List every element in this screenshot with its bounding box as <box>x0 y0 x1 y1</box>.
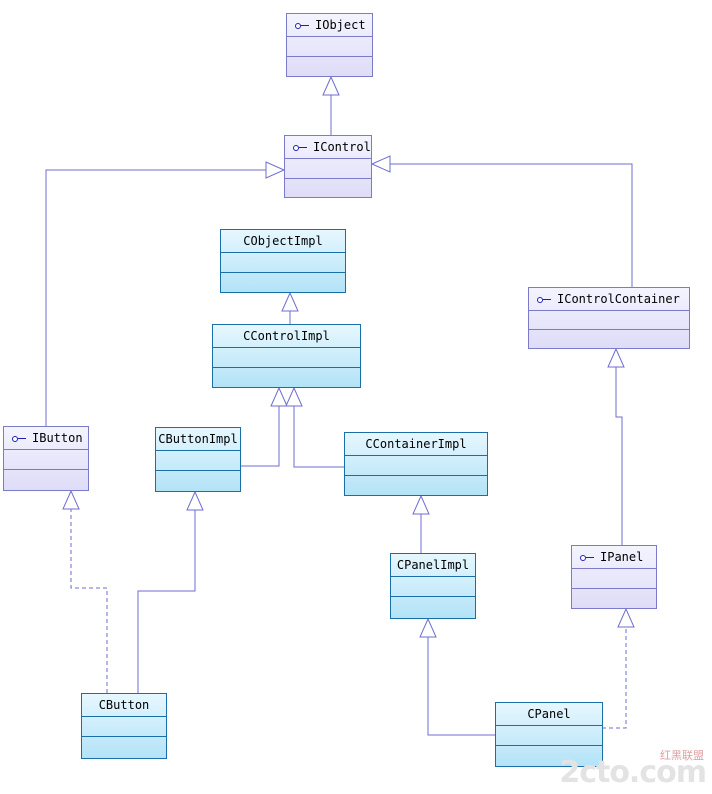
class-name: CPanelImpl <box>396 558 470 572</box>
attributes-compartment <box>496 725 602 745</box>
arrowhead-icontrolcontainer <box>607 347 625 368</box>
interface-icon <box>537 297 551 303</box>
arrowhead-cobjectimpl <box>281 291 299 312</box>
attributes-compartment <box>391 576 475 596</box>
arrowhead-iobject <box>322 75 340 96</box>
watermark-logo: 2cto.com <box>559 755 707 790</box>
operations-compartment <box>345 475 487 495</box>
interface-icon <box>295 23 309 29</box>
attributes-compartment <box>287 36 372 56</box>
arrowhead-cbuttonimpl <box>186 490 204 511</box>
operations-compartment <box>285 178 371 197</box>
class-name: IControlContainer <box>557 292 680 306</box>
class-name: IObject <box>315 18 366 32</box>
operations-compartment <box>82 736 166 758</box>
class-box-iobject[interactable]: IObject <box>286 13 373 77</box>
class-box-cpanel[interactable]: CPanel <box>495 702 603 767</box>
class-name: IControl <box>313 140 371 154</box>
operations-compartment <box>391 596 475 618</box>
attributes-compartment <box>345 455 487 475</box>
attributes-compartment <box>221 252 345 272</box>
interface-icon <box>12 436 26 442</box>
connector-icontrolcontainer-icontrol <box>390 163 633 287</box>
class-name: CButtonImpl <box>158 432 238 446</box>
attributes-compartment <box>285 158 371 178</box>
class-box-cbuttonimpl[interactable]: CButtonImpl <box>155 427 241 492</box>
class-box-icontrol[interactable]: IControl <box>284 135 372 198</box>
attributes-compartment <box>213 347 360 367</box>
operations-compartment <box>572 588 656 608</box>
interface-icon <box>580 555 594 561</box>
arrowhead-cpanelimpl <box>419 617 437 638</box>
connector-cpanel-ipanel <box>602 627 627 729</box>
class-box-ccontainerimpl[interactable]: CContainerImpl <box>344 432 488 496</box>
arrowhead-icontrol-left <box>265 161 286 179</box>
connector-cbutton-cbuttonimpl <box>137 510 196 693</box>
arrowhead-ccontainerimpl <box>412 494 430 515</box>
attributes-compartment <box>82 716 166 736</box>
interface-icon <box>293 145 307 151</box>
class-name: CPanel <box>527 707 571 721</box>
watermark-tagline: 红黑联盟 <box>660 749 704 762</box>
operations-compartment <box>4 469 88 490</box>
connector-ibutton-icontrol <box>45 169 266 426</box>
class-name: IButton <box>32 431 83 445</box>
class-name: CContainerImpl <box>365 437 467 451</box>
class-name: IPanel <box>600 550 644 564</box>
operations-compartment <box>221 272 345 292</box>
class-box-icontrolcontainer[interactable]: IControlContainer <box>528 287 690 349</box>
operations-compartment <box>496 745 602 766</box>
operations-compartment <box>156 470 240 491</box>
connector-cbuttonimpl-ccontrolimpl <box>241 406 280 467</box>
class-box-cpanelimpl[interactable]: CPanelImpl <box>390 553 476 619</box>
watermark: 红黑联盟 2cto.com <box>559 749 707 790</box>
class-box-cobjectimpl[interactable]: CObjectImpl <box>220 229 346 293</box>
class-box-cbutton[interactable]: CButton <box>81 693 167 759</box>
class-box-ccontrolimpl[interactable]: CControlImpl <box>212 324 361 388</box>
attributes-compartment <box>4 449 88 469</box>
connector-cpanel-cpanelimpl <box>427 637 495 736</box>
attributes-compartment <box>572 568 656 588</box>
class-box-ibutton[interactable]: IButton <box>3 426 89 491</box>
class-name: CButton <box>98 698 150 712</box>
attributes-compartment <box>529 310 689 329</box>
arrowhead-ccontrolimpl-a <box>270 386 288 407</box>
arrowhead-ibutton <box>62 489 80 510</box>
operations-compartment <box>213 367 360 387</box>
connector-ccontainerimpl-ccontrolimpl <box>293 406 344 468</box>
operations-compartment <box>529 329 689 348</box>
class-box-ipanel[interactable]: IPanel <box>571 545 657 609</box>
attributes-compartment <box>156 450 240 470</box>
operations-compartment <box>287 56 372 76</box>
arrowhead-icontrol-right <box>370 155 391 173</box>
arrowhead-ccontrolimpl-b <box>285 386 303 407</box>
class-name: CObjectImpl <box>243 234 323 248</box>
connector-cbutton-ibutton <box>70 509 108 693</box>
arrowhead-ipanel <box>617 607 635 628</box>
connector-ipanel-icontrolcontainer <box>615 367 623 545</box>
class-name: CControlImpl <box>243 329 330 343</box>
